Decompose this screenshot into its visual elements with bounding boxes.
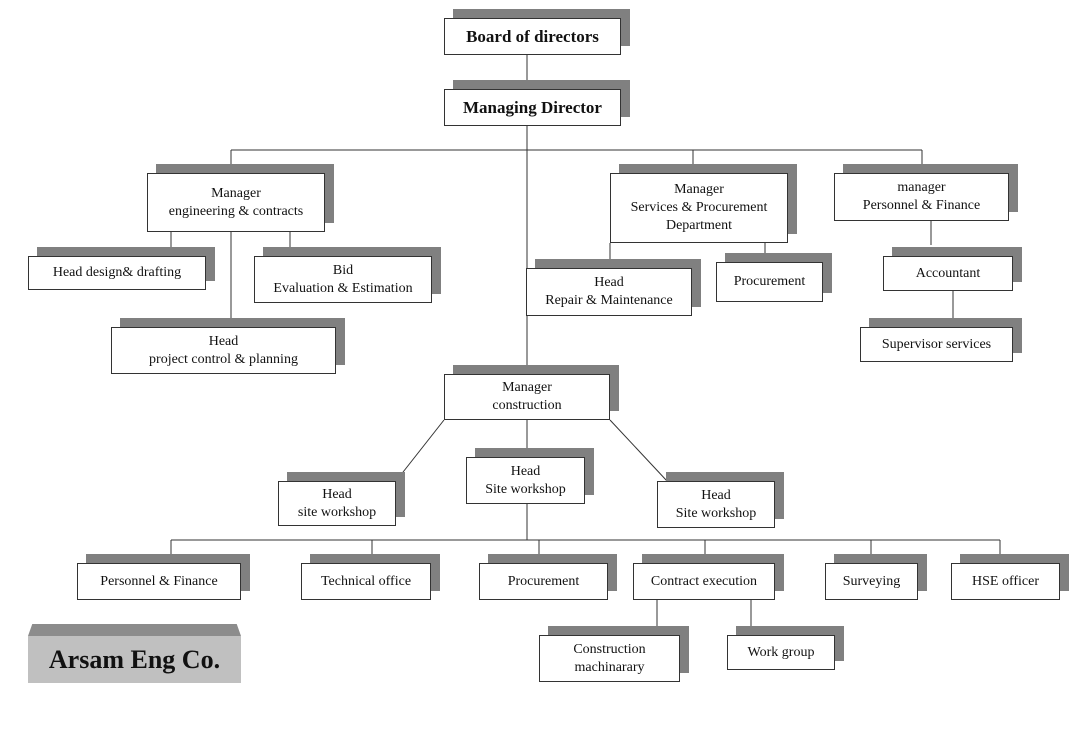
node-label-line: HSE officer [972, 573, 1039, 589]
node-accountant: Accountant [883, 256, 1013, 291]
node-label-line: Head design& drafting [52, 265, 182, 280]
node-label-line: Head [322, 486, 352, 502]
node-head-design: Head design& drafting [28, 256, 206, 290]
node-label-line: Board of directors [466, 26, 599, 46]
node-label-line: Surveying [842, 573, 901, 589]
node-label-line: Managing Director [463, 97, 602, 117]
node-label-line: Head [594, 275, 624, 290]
node-hse: HSE officer [951, 563, 1060, 600]
node-label-line: Construction [573, 641, 646, 657]
node-label-line: Site workshop [485, 481, 566, 497]
node-label-line: Procurement [507, 573, 580, 589]
node-label-line: Personnel & Finance [862, 198, 981, 213]
node-procurement-bottom: Procurement [479, 563, 608, 600]
node-label-line: project control & planning [149, 351, 298, 367]
node-label-line: Head [208, 333, 239, 349]
node-label-line: Repair & Maintenance [545, 293, 673, 308]
node-label-line: Head [701, 487, 731, 503]
node-md: Managing Director [444, 89, 621, 126]
node-surveying: Surveying [825, 563, 918, 600]
node-mgr-construction: Manager construction [444, 374, 610, 420]
logo-bevel [28, 624, 241, 636]
node-label-line: Evaluation & Estimation [273, 280, 413, 296]
node-label-line: Personnel & Finance [100, 573, 218, 589]
node-mgr-eng: Manager engineering & contracts [147, 173, 325, 232]
node-procurement-top: Procurement [716, 262, 823, 302]
node-label-line: Head [510, 463, 541, 479]
node-label-line: engineering & contracts [168, 203, 304, 219]
logo-text: Arsam Eng Co. [28, 636, 241, 683]
node-contract-execution: Contract execution [633, 563, 775, 600]
node-label-line: Supervisor services [881, 336, 992, 352]
node-label-line: Manager [502, 380, 552, 395]
node-label-line: Services & Procurement [630, 200, 768, 215]
node-supervisor: Supervisor services [860, 327, 1013, 362]
node-label-line: construction [492, 398, 562, 413]
node-construction-machinery: Construction machinarary [539, 635, 680, 682]
node-label-line: Manager [211, 185, 261, 201]
node-personnel-finance: Personnel & Finance [77, 563, 241, 600]
node-label-line: Work group [747, 644, 815, 660]
node-label-line: Bid [332, 262, 354, 278]
node-label-line: Contract execution [650, 573, 758, 589]
node-technical-office: Technical office [301, 563, 431, 600]
node-label-line: Procurement [733, 274, 806, 289]
company-logo: Arsam Eng Co. [28, 624, 241, 683]
node-label-line: Accountant [915, 265, 981, 281]
node-label-line: Technical office [320, 573, 412, 589]
node-label-line: Department [665, 218, 733, 233]
node-label-line: manager [897, 180, 946, 195]
node-work-group: Work group [727, 635, 835, 670]
node-label-line: Site workshop [675, 505, 757, 521]
node-label-line: Manager [674, 182, 724, 197]
node-board: Board of directors [444, 18, 621, 55]
node-label-line: site workshop [297, 504, 377, 520]
node-head-ws-left: Head site workshop [278, 481, 396, 526]
node-head-pc: Head project control & planning [111, 327, 336, 374]
node-label-line: machinarary [574, 659, 645, 675]
